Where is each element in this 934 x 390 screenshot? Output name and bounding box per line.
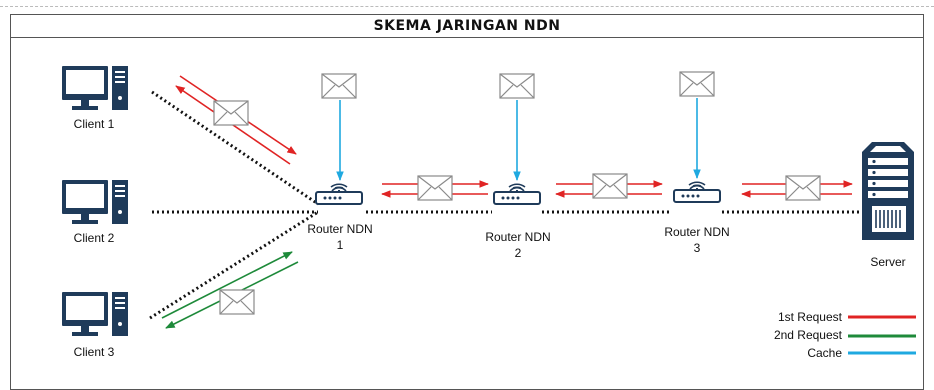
diagram-frame: SKEMA JARINGAN NDN — [10, 14, 924, 390]
legend: 1st Request 2nd Request Cache — [774, 310, 916, 360]
legend-label-1st-request: 1st Request — [778, 310, 843, 324]
client-3-label: Client 3 — [74, 345, 115, 359]
legend-label-cache: Cache — [807, 346, 842, 360]
client-1-label: Client 1 — [74, 117, 115, 131]
link-client3-router1 — [149, 210, 319, 320]
client-2-label: Client 2 — [74, 231, 115, 245]
request2-arrow-c3-out — [161, 251, 293, 319]
router-2-label-line2: 2 — [515, 246, 522, 260]
diagram-title: SKEMA JARINGAN NDN — [11, 15, 923, 38]
router-1-label-line1: Router NDN — [307, 222, 372, 236]
router-2-label-line1: Router NDN — [485, 230, 550, 244]
router-1-label-line2: 1 — [337, 238, 344, 252]
router-3-label-line2: 3 — [694, 241, 701, 255]
router-3-label-line1: Router NDN — [664, 225, 729, 239]
server-icon — [862, 142, 914, 240]
top-dashed-border — [0, 6, 934, 7]
link-client1-router1 — [151, 90, 319, 206]
server-label: Server — [870, 255, 905, 269]
legend-label-2nd-request: 2nd Request — [774, 328, 843, 342]
